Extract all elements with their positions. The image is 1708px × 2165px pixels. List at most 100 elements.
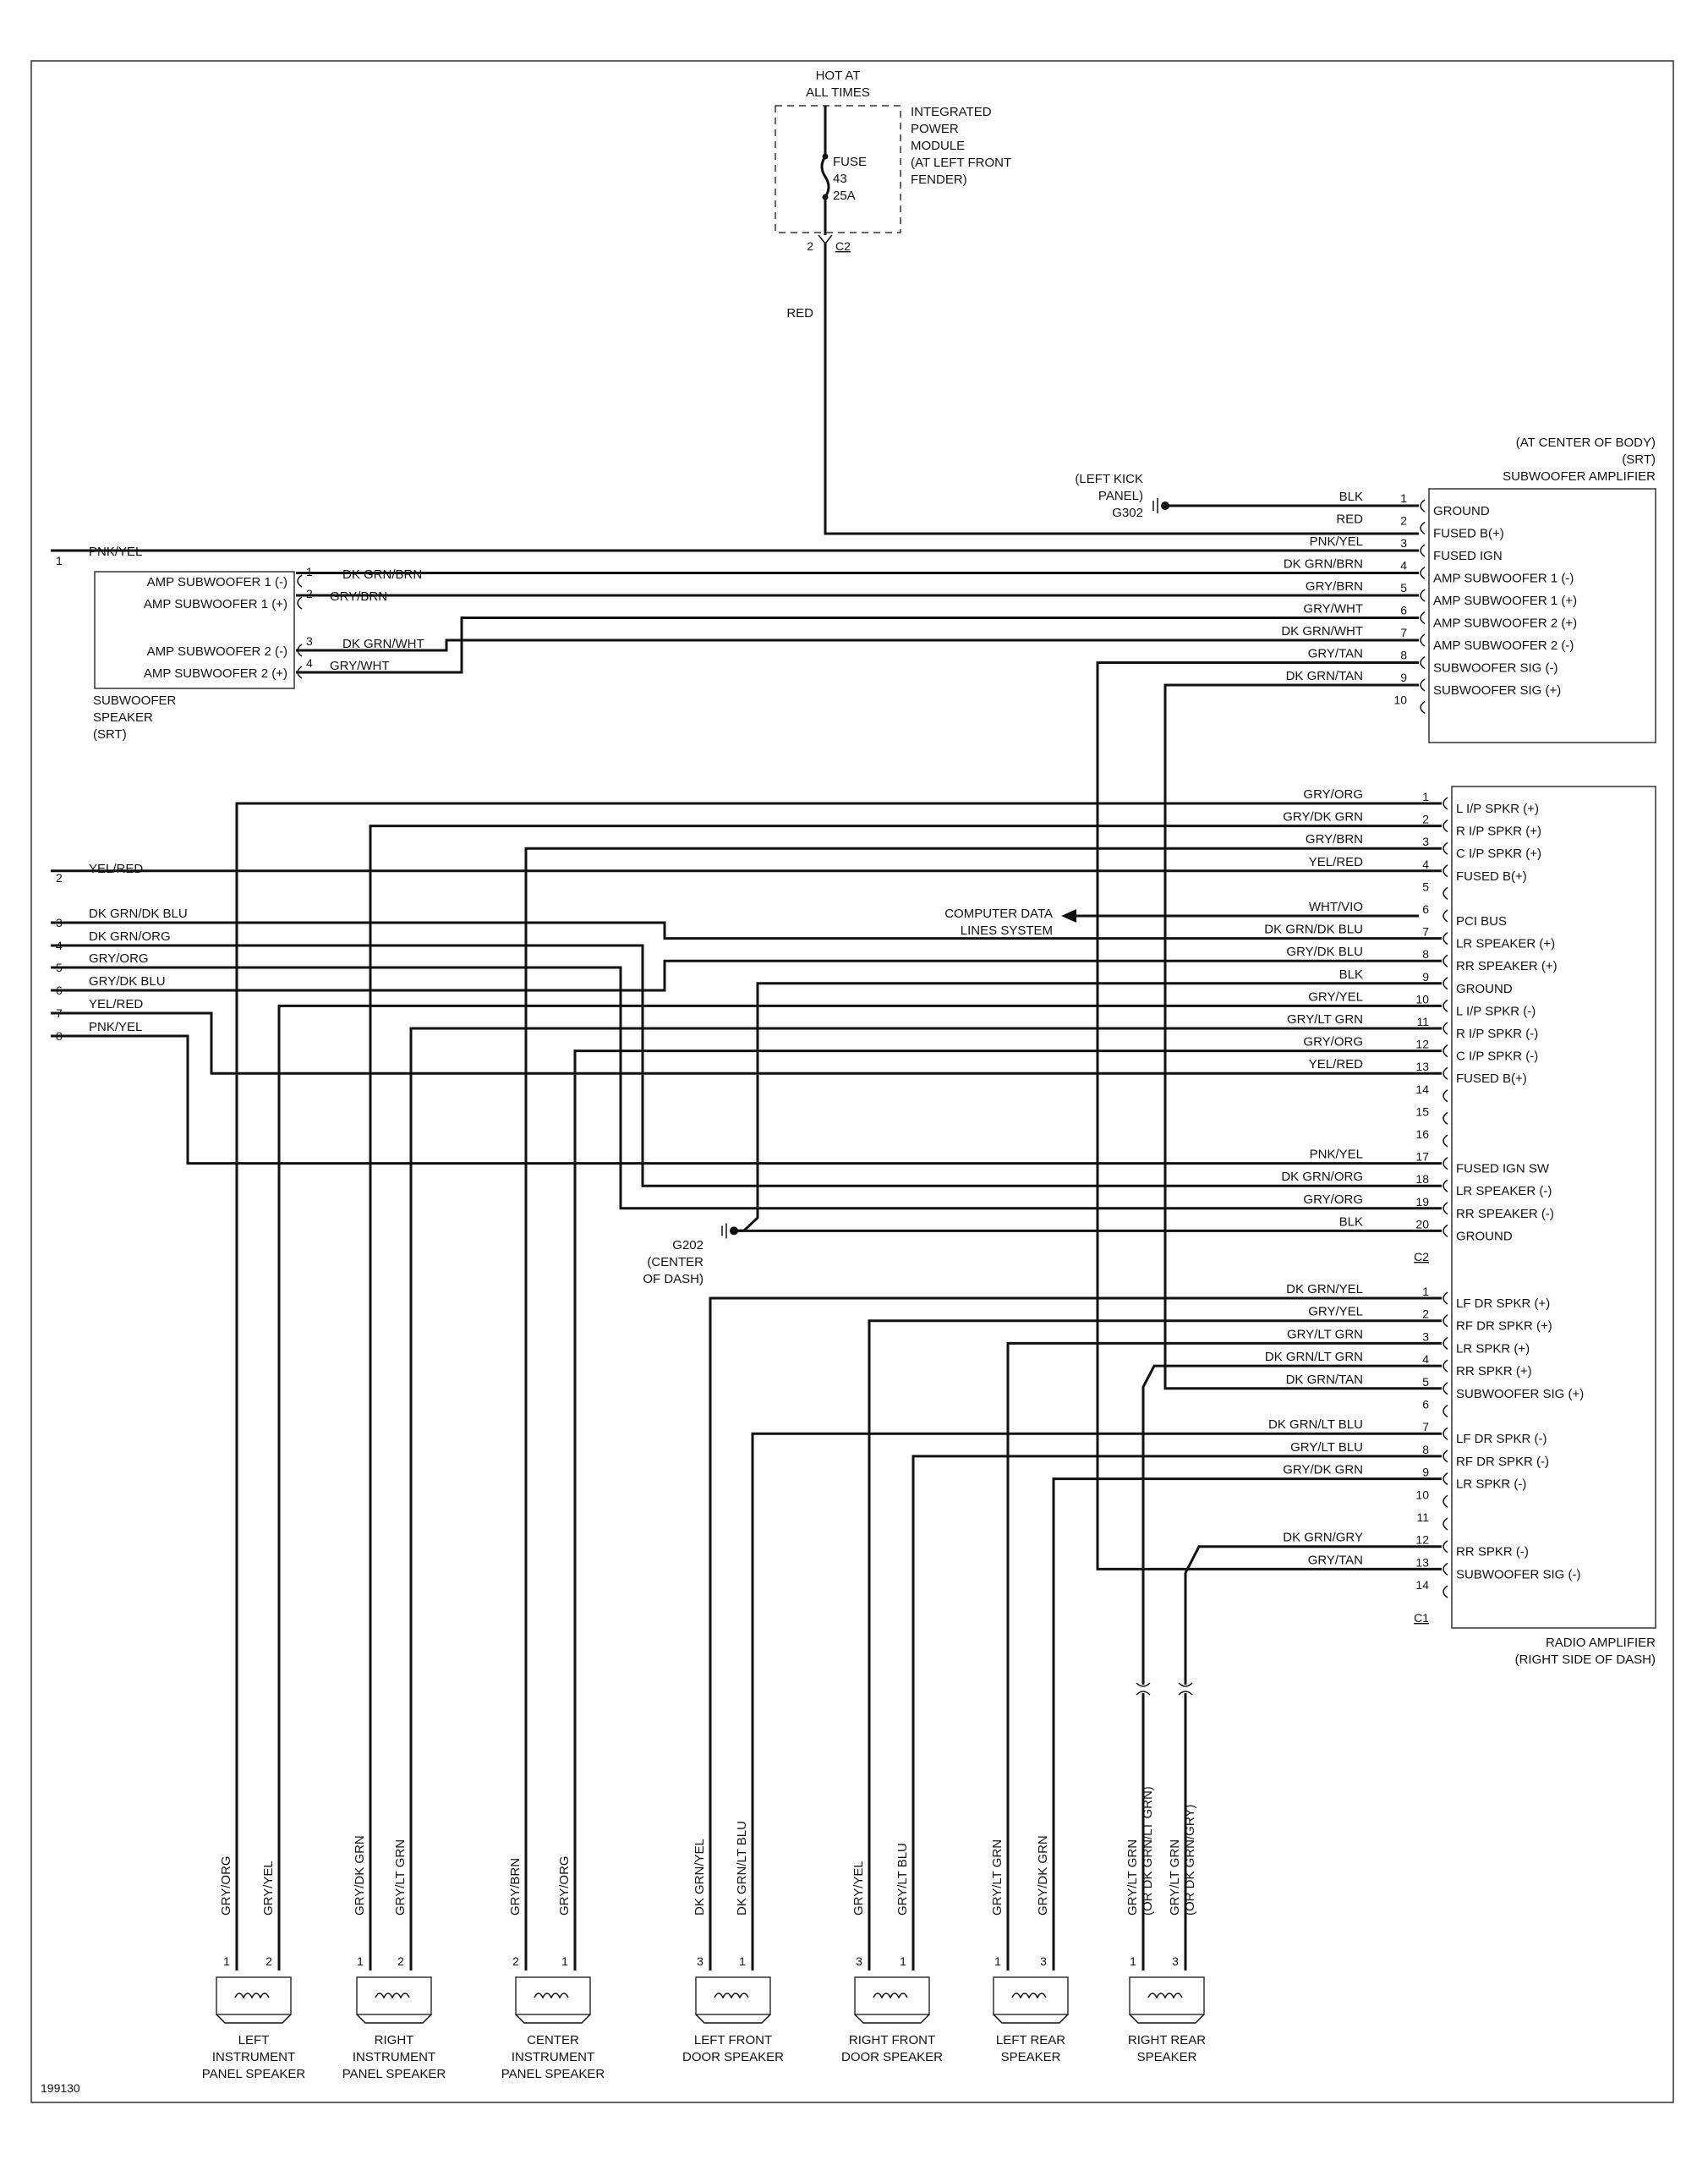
inline-connector-icon	[1136, 1682, 1151, 1687]
subwoofer-amplifier-terminal	[1420, 544, 1426, 557]
radio-amp-c2-terminal	[1442, 1022, 1448, 1035]
subwoofer-amplifier-wire-color: DK GRN/WHT	[1281, 624, 1363, 639]
speaker-wire-color: GRY/DK GRN	[1036, 1835, 1050, 1916]
speaker-pin: 1	[739, 1954, 746, 1968]
subwoofer-amplifier-title: (SRT)	[1622, 452, 1656, 467]
subwoofer-speaker-label: SUBWOOFER	[93, 693, 177, 708]
radio-amp-c2-pin: 18	[1415, 1172, 1429, 1186]
speaker-name: SPEAKER	[1137, 2050, 1197, 2064]
radio-amp-c2-terminal	[1442, 1202, 1448, 1215]
left-input-wire-color: DK GRN/ORG	[89, 929, 171, 944]
radio-amp-c2-pin: 1	[1422, 790, 1429, 803]
hot-at-all-times-label: HOT AT	[816, 69, 861, 83]
rr-speaker-neg-wire	[51, 966, 1442, 1210]
left-input-number: 3	[56, 916, 63, 929]
speaker-name: INSTRUMENT	[353, 2050, 435, 2064]
speaker-base	[356, 2014, 432, 2024]
radio-amp-c2-pin: 17	[1415, 1150, 1429, 1164]
radio-amp-c1-pin: 13	[1415, 1555, 1429, 1569]
radio-amp-c2-pin: 10	[1415, 992, 1429, 1006]
power-connector-icon	[818, 234, 833, 245]
speaker-body	[695, 1976, 771, 2015]
radio-amp-c1-wire-color: GRY/YEL	[1308, 1305, 1363, 1319]
radio-amp-c2-function: C I/P SPKR (-)	[1456, 1050, 1538, 1064]
radio-amp-c2-wire-color: YEL/RED	[1309, 1057, 1363, 1072]
subwoofer-2-neg-wire	[296, 639, 1419, 652]
radio-amp-c1-function: LF DR SPKR (-)	[1456, 1432, 1547, 1446]
inline-connector-icon	[1178, 1691, 1193, 1696]
subwoofer-amplifier-pin: 1	[1400, 491, 1407, 505]
subwoofer-amplifier-pin: 4	[1400, 559, 1407, 573]
subwoofer-amplifier-function: SUBWOOFER SIG (+)	[1433, 683, 1561, 698]
lr-spkr-pos-wire	[1006, 1341, 1442, 1970]
speaker-wire-color: DK GRN/YEL	[693, 1839, 707, 1916]
subwoofer-amplifier-pin: 9	[1400, 671, 1407, 684]
radio-amp-c2-wire-color: BLK	[1339, 1214, 1363, 1229]
speaker-coil-icon	[375, 1992, 410, 1999]
radio-amp-c2-pin: 16	[1415, 1127, 1429, 1141]
right-ip-neg-wire	[409, 1027, 1442, 1970]
subwoofer-amplifier-terminal	[1420, 499, 1426, 512]
subwoofer-speaker-pin: 3	[306, 634, 313, 648]
radio-amp-c2-pin: 12	[1415, 1038, 1429, 1051]
g202-location-label: OF DASH)	[643, 1272, 703, 1286]
radio-amp-c2-terminal	[1442, 864, 1448, 878]
speaker-wire-color: DK GRN/LT BLU	[735, 1821, 749, 1916]
radio-amp-c1-wire-color: GRY/LT BLU	[1290, 1440, 1363, 1455]
radio-amp-c2-wire-color: GRY/LT GRN	[1287, 1012, 1363, 1027]
left-input-number: 1	[56, 554, 63, 567]
radio-amp-c1-function: SUBWOOFER SIG (+)	[1456, 1387, 1584, 1401]
radio-amp-c2-terminal	[1442, 886, 1448, 901]
rf-door-neg-wire	[911, 1455, 1442, 1970]
radio-amp-c1-wire-color: GRY/LT GRN	[1287, 1327, 1363, 1341]
radio-amp-c2-pin: 8	[1422, 947, 1429, 961]
g302-label: G302	[1112, 506, 1143, 520]
left-ip-pos-wire	[235, 802, 1442, 1970]
speaker-name: CENTER	[527, 2033, 579, 2047]
radio-amp-c2-wire-color: GRY/ORG	[1303, 1035, 1363, 1050]
radio-amp-c1-wire-color: DK GRN/TAN	[1286, 1373, 1363, 1387]
radio-amp-c2-pin: 19	[1415, 1195, 1429, 1209]
power-module-label: MODULE	[911, 139, 965, 153]
subwoofer-speaker-wire-color: GRY/WHT	[330, 659, 390, 673]
speaker-name: INSTRUMENT	[512, 2050, 594, 2064]
radio-amp-c1-terminal	[1442, 1314, 1448, 1328]
rf-door-pos-wire	[868, 1319, 1442, 1970]
radio-amp-c1-pin: 14	[1415, 1578, 1429, 1592]
speaker-wire-color: GRY/LT BLU	[895, 1843, 910, 1916]
radio-amp-c1-wire-color: GRY/DK GRN	[1283, 1463, 1363, 1477]
subwoofer-amplifier-terminal	[1420, 611, 1426, 625]
speaker-coil-icon	[234, 1992, 270, 1999]
radio-amp-c2-wire-color: GRY/DK BLU	[1286, 945, 1363, 959]
speaker-name: DOOR SPEAKER	[841, 2050, 943, 2064]
subwoofer-amplifier-pin: 6	[1400, 604, 1407, 617]
radio-amp-c1-pin: 2	[1422, 1307, 1429, 1321]
speaker-name: INSTRUMENT	[212, 2050, 295, 2064]
radio-amp-c2-function: FUSED IGN SW	[1456, 1162, 1550, 1176]
subwoofer-amplifier-terminal	[1420, 655, 1426, 670]
speaker-name: RIGHT REAR	[1128, 2033, 1206, 2047]
speaker-base	[1129, 2014, 1205, 2024]
subwoofer-amplifier-wire-color: RED	[1336, 512, 1363, 527]
speaker-wire-color: GRY/BRN	[508, 1858, 523, 1916]
subwoofer-amplifier-wire-color: GRY/BRN	[1306, 579, 1363, 594]
speaker-wire-color: GRY/ORG	[557, 1855, 572, 1916]
diagram-id-label: 199130	[41, 2081, 80, 2095]
subwoofer-amplifier-title: (AT CENTER OF BODY)	[1516, 436, 1656, 450]
radio-amp-c2-pin: 20	[1415, 1217, 1429, 1230]
radio-amp-c2-pin: 6	[1422, 902, 1429, 916]
radio-amp-c1-function: RF DR SPKR (-)	[1456, 1455, 1549, 1469]
radio-amp-c1-pin: 4	[1422, 1352, 1429, 1366]
radio-amp-c1-function: RF DR SPKR (+)	[1456, 1319, 1552, 1334]
speaker-pin: 1	[994, 1954, 1001, 1968]
left-input-number: 2	[56, 871, 63, 885]
left-input-number: 6	[56, 984, 63, 997]
radio-amp-c2-wire-color: GRY/DK GRN	[1283, 810, 1363, 825]
radio-amp-c2-function: LR SPEAKER (-)	[1456, 1184, 1552, 1198]
rr-spkr-pos-wire-upper	[1141, 1364, 1442, 1685]
radio-amp-c2-pin: 14	[1415, 1082, 1429, 1096]
left-input-number: 5	[56, 961, 63, 974]
radio-amplifier-title: RADIO AMPLIFIER	[1546, 1636, 1656, 1650]
speaker-body	[216, 1976, 292, 2015]
